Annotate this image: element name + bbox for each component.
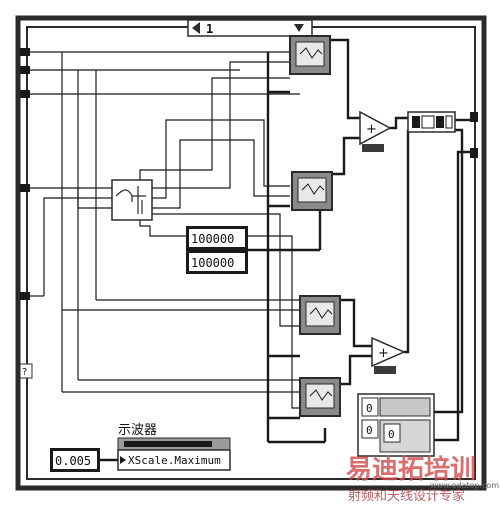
- chevron-down-icon[interactable]: [294, 24, 304, 32]
- waveform-node-1[interactable]: [289, 35, 331, 75]
- numeric-constant-top[interactable]: 100000: [186, 226, 248, 250]
- case-selector-value: 1: [206, 22, 213, 36]
- array-icon: [421, 115, 435, 129]
- waveform-node-2[interactable]: [291, 171, 333, 211]
- build-array-node[interactable]: [407, 111, 456, 133]
- numeric-constant-bottom[interactable]: 100000: [186, 250, 248, 274]
- svg-text:0.005: 0.005: [55, 454, 91, 468]
- property-name: XScale.Maximum: [128, 454, 221, 467]
- watermark: 易迪拓培训 射频和天线设计专家 www.edatop.com: [346, 455, 499, 504]
- filter-icon: [115, 186, 146, 214]
- case-selector[interactable]: 1: [187, 19, 313, 37]
- watermark-logo: 易迪拓培训: [346, 455, 476, 485]
- wires: [30, 38, 470, 462]
- tunnel-5: [20, 292, 30, 300]
- arrow-right-icon: [120, 456, 126, 464]
- property-node[interactable]: 示波器 XScale.Maximum: [117, 423, 231, 471]
- structure-frame-outer: [15, 15, 487, 491]
- numeric-constant-left[interactable]: 0.005: [50, 448, 100, 472]
- watermark-tagline: 射频和天线设计专家: [348, 488, 465, 504]
- array-index-1: 0: [366, 424, 373, 437]
- waveform-node-3[interactable]: [299, 295, 341, 335]
- tunnel-3: [20, 90, 30, 98]
- svg-text:100000: 100000: [191, 232, 234, 246]
- add-node-caption: [362, 144, 384, 152]
- decrement-arrow-icon[interactable]: [192, 22, 200, 34]
- tunnel-4: [20, 184, 30, 192]
- array-index-0: 0: [366, 402, 373, 415]
- waveform-icon: [301, 183, 325, 195]
- tunnel-marker: ?: [22, 367, 27, 378]
- filter-vi[interactable]: [111, 179, 153, 221]
- waveform-icon: [309, 389, 333, 401]
- property-node-label: 示波器: [118, 423, 157, 438]
- waveform-node-4[interactable]: [299, 377, 341, 417]
- tunnel-right-1: [470, 112, 478, 122]
- plus-icon: +: [378, 346, 389, 361]
- tunnel-6: [19, 363, 33, 379]
- tunnel-1: [20, 48, 30, 56]
- add-function-2[interactable]: +: [371, 336, 406, 374]
- watermark-url: www.edatop.com: [430, 481, 499, 490]
- plus-icon: +: [366, 122, 377, 137]
- waveform-icon: [299, 47, 323, 59]
- array-value: 0: [388, 428, 395, 441]
- array-indicator[interactable]: 0 0 0: [357, 393, 435, 457]
- add-function-1[interactable]: +: [359, 110, 392, 152]
- tunnel-right-2: [470, 148, 478, 158]
- svg-text:100000: 100000: [191, 256, 234, 270]
- add-node-caption: [374, 366, 396, 374]
- tunnel-2: [20, 66, 30, 74]
- waveform-icon: [309, 307, 333, 319]
